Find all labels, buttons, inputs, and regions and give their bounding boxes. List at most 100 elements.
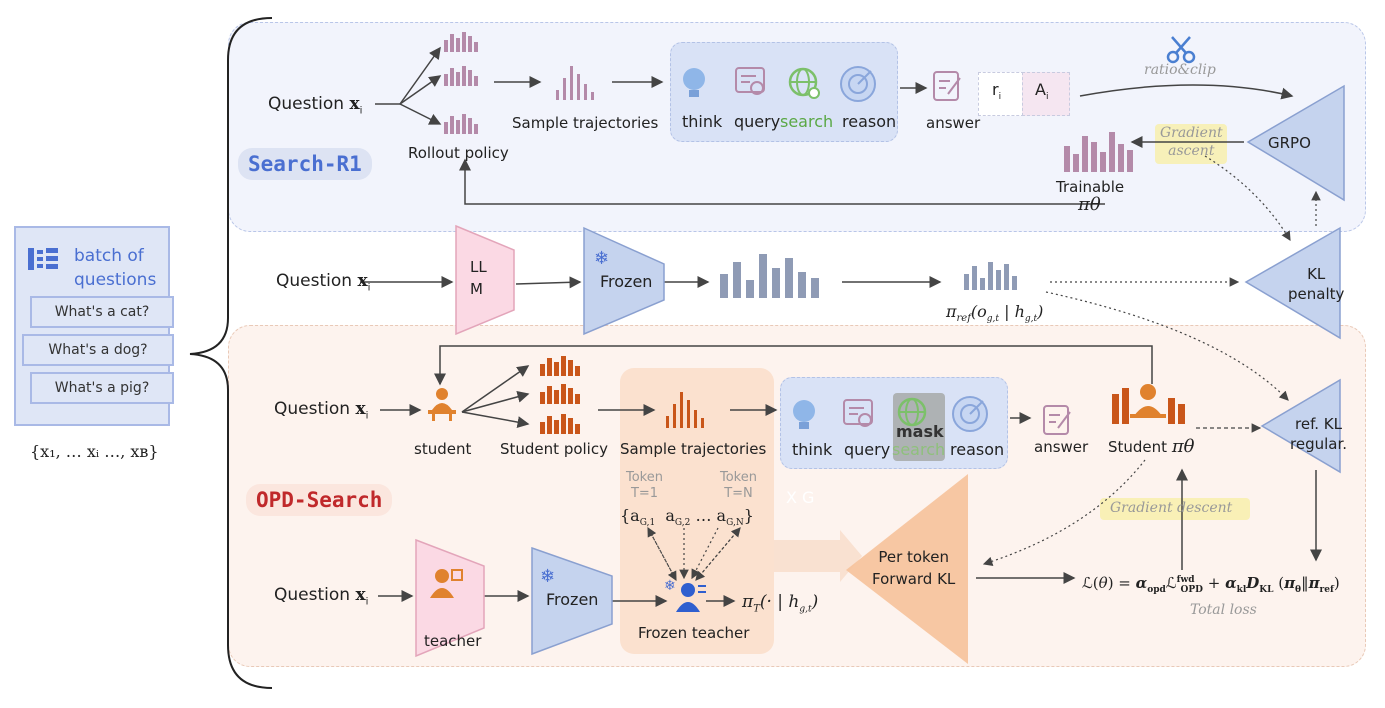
ri-box xyxy=(978,72,1024,116)
student-bars-1-bar xyxy=(547,358,552,376)
trainable-bars-bar xyxy=(1064,146,1070,172)
ai-label: Ai xyxy=(1035,80,1048,102)
rollout-bars-2-bar xyxy=(444,74,448,86)
pi-ref-bars xyxy=(964,262,1017,290)
pi-ref-bars-bar xyxy=(988,262,993,290)
per-token-kl-label: Per token Forward KL xyxy=(872,548,956,588)
batch-title: batch of questions xyxy=(74,246,157,290)
bot-step-search: search xyxy=(892,440,946,459)
ratio-clip-label: ratio&clip xyxy=(1144,62,1216,78)
trainable-bars-bar xyxy=(1127,150,1133,172)
search-globe-icon xyxy=(787,66,823,106)
top-traj-bars-bar xyxy=(591,92,594,100)
rollout-bars-3-bar xyxy=(462,114,466,134)
student-pi-icon xyxy=(1108,382,1194,430)
rollout-bars-2-bar xyxy=(450,68,454,86)
top-question-word: Question xyxy=(268,94,345,114)
top-answer-label: answer xyxy=(926,114,981,132)
top-step-think: think xyxy=(682,112,723,131)
bot-query-doc-icon xyxy=(842,398,876,436)
student-bars-1-bar xyxy=(554,362,559,376)
pi-ref-bars-bar xyxy=(1004,264,1009,290)
teacher-label: teacher xyxy=(424,632,482,650)
trainable-bars-bar xyxy=(1082,136,1088,172)
bot-step-reason: reason xyxy=(950,440,1005,459)
top-traj-bars-bar xyxy=(577,74,580,100)
frozen-teacher-label: Frozen teacher xyxy=(638,624,750,642)
bot2-question-var: x xyxy=(355,585,366,605)
student-pi-label: Student πθ xyxy=(1108,436,1195,457)
student-bars-2-bar xyxy=(540,392,545,404)
pi-ref-label: πref(og,t | hg,t) xyxy=(946,302,1044,325)
mid-snowflake-icon: ❄ xyxy=(594,248,610,269)
rollout-bars-3-bar xyxy=(468,118,472,134)
mid-ref-bars-bar xyxy=(746,280,754,298)
top-traj-bars-bar xyxy=(563,78,566,100)
bot-frozen-label: Frozen xyxy=(546,590,599,609)
rollout-bars-1-bar xyxy=(468,36,472,52)
bot-question-var: x xyxy=(355,399,366,419)
rollout-bars-3-bar xyxy=(444,122,448,134)
teacher-icon xyxy=(428,566,464,606)
student-bars-2-bar xyxy=(561,384,566,404)
rollout-bars-1-bar xyxy=(444,40,448,52)
pi-ref-bars-bar xyxy=(1012,276,1017,290)
mid-ref-bars-bar xyxy=(785,258,793,298)
mid-ref-bars-bar xyxy=(733,262,741,298)
rollout-bars-1-bar xyxy=(462,32,466,52)
batch-list-icon xyxy=(26,246,64,272)
bot-traj-bars xyxy=(666,392,704,428)
student-policy-label: Student policy xyxy=(500,440,608,458)
trainable-bars-bar xyxy=(1100,152,1106,172)
ai-sub: i xyxy=(1045,92,1049,103)
token-sequence-label: {aG,1 aG,2 … aG,N} xyxy=(620,506,754,529)
mid-question-sub: i xyxy=(367,282,371,294)
rollout-bars-1-bar xyxy=(456,38,460,52)
svg-text:❄: ❄ xyxy=(664,578,676,594)
pi-ref-bars-bar xyxy=(964,274,969,290)
bottom-opd-search-label: OPD-Search xyxy=(246,484,393,516)
bot-lightbulb-icon xyxy=(790,398,818,438)
bot-answer-label: answer xyxy=(1034,438,1089,456)
trainable-bars-bar xyxy=(1109,132,1115,172)
rollout-bars-1 xyxy=(444,32,478,52)
bot-reason-target-icon xyxy=(950,394,990,438)
mid-question-var: x xyxy=(357,271,368,291)
bot-traj-bars-bar xyxy=(666,416,669,428)
top-traj-bars-bar xyxy=(556,90,559,100)
student-bars-1-bar xyxy=(561,356,566,376)
bot-answer-icon xyxy=(1042,402,1074,442)
student-bars-3-bar xyxy=(568,418,573,434)
bot2-question-word: Question xyxy=(274,585,351,605)
student-bars-3-bar xyxy=(554,420,559,434)
bot2-question-label: Question xi xyxy=(274,585,368,607)
top-step-query: query xyxy=(734,112,781,131)
mid-ref-bars-bar xyxy=(798,272,806,298)
student-bars-1-bar xyxy=(540,364,545,376)
student-bars-3-bar xyxy=(561,414,566,434)
mid-ref-bars-bar xyxy=(811,278,819,298)
bot-sample-trajectories-label: Sample trajectories xyxy=(620,440,767,458)
total-loss-equation: ℒ(θ) = αopdℒfwdOPD + αklDKL (πθ‖πref) xyxy=(1082,574,1340,595)
student-label: student xyxy=(414,440,472,458)
pi-t-label: πT(· | hg,t) xyxy=(742,592,819,615)
bot-snowflake-icon: ❄ xyxy=(540,566,556,587)
student-bars-1 xyxy=(540,356,580,376)
mid-frozen-label: Frozen xyxy=(600,272,653,291)
student-person-icon xyxy=(424,386,460,426)
pi-ref-bars-bar xyxy=(980,278,985,290)
student-bars-2-bar xyxy=(547,386,552,404)
bot-traj-bars-bar xyxy=(701,418,704,428)
ri-sub: i xyxy=(998,92,1002,103)
bot-search-globe-icon xyxy=(896,396,932,436)
ai-letter: A xyxy=(1035,80,1046,99)
rollout-bars-1-bar xyxy=(474,42,478,52)
grpo-label: GRPO xyxy=(1268,134,1311,152)
trainable-bars-bar xyxy=(1073,154,1079,172)
reason-target-icon xyxy=(838,64,878,108)
mid-question-label: Question xi xyxy=(276,271,370,293)
student-pi-symbol: πθ xyxy=(1171,436,1195,457)
student-bars-2-bar xyxy=(554,390,559,404)
rollout-bars-1-bar xyxy=(450,34,454,52)
